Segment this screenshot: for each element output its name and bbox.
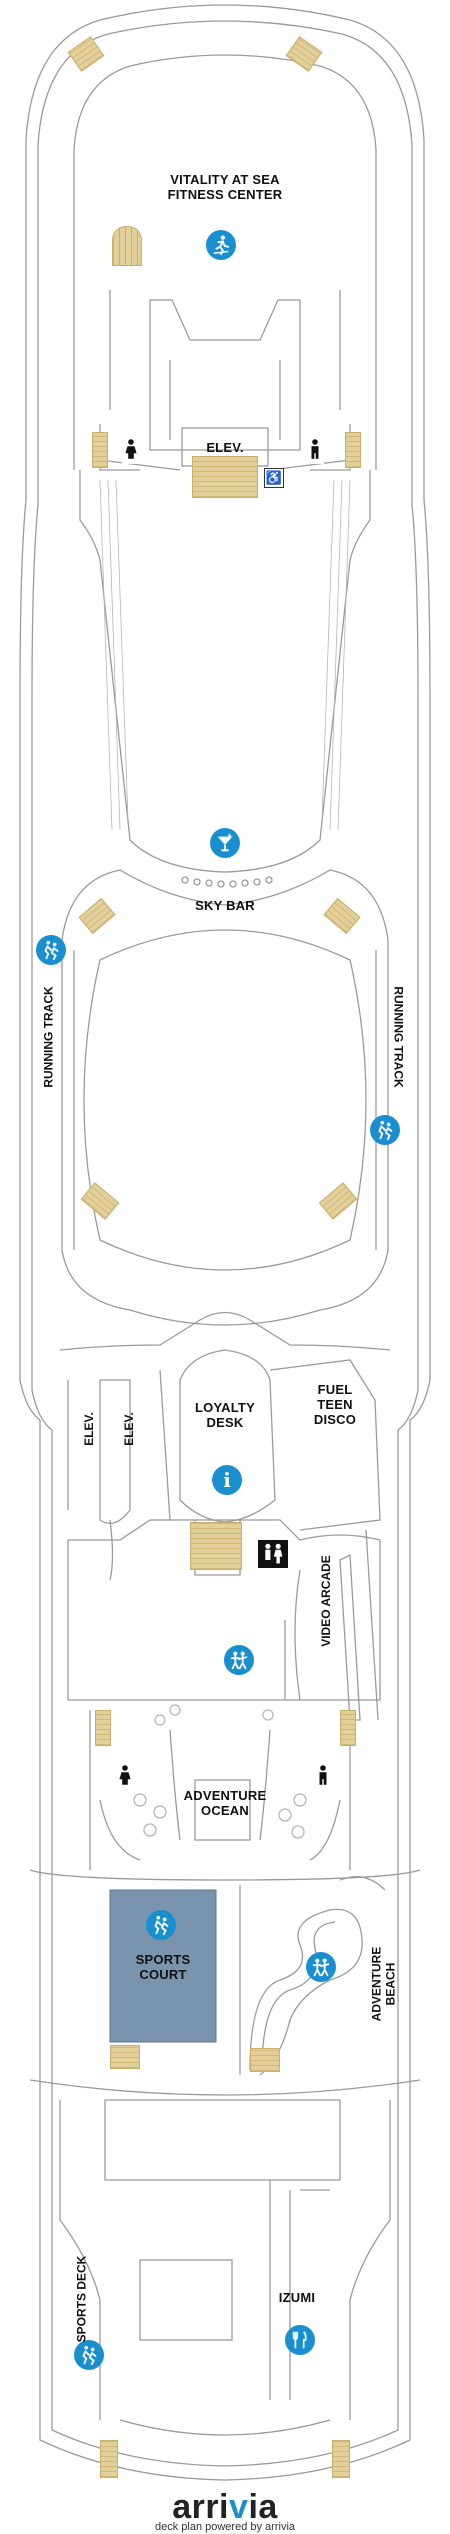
fitness-runner-icon[interactable]	[206, 230, 236, 260]
hull-outline	[19, 4, 431, 2481]
fork-knife-icon[interactable]	[285, 2325, 315, 2355]
running-track-label: RUNNING TRACK	[41, 986, 56, 1088]
sky-bar-label: SKY BAR	[195, 898, 255, 913]
running-track-label: RUNNING TRACK	[391, 986, 406, 1088]
sports-court-label: SPORTS COURT	[135, 1952, 191, 1982]
footer-tagline: deck plan powered by arrivia	[154, 2521, 296, 2533]
restroom-men-icon	[306, 434, 324, 464]
sports-deck-runner-icon[interactable]	[74, 2340, 104, 2370]
kids-play-icon[interactable]	[224, 1645, 254, 1675]
stairwell	[332, 2440, 350, 2478]
wheelchair-icon: ♿	[264, 468, 284, 488]
stairwell	[340, 1710, 356, 1746]
sports-runner-icon[interactable]	[146, 1910, 176, 1940]
adventure-ocean-label: ADVENTURE OCEAN	[183, 1788, 267, 1818]
stairwell	[110, 2045, 140, 2069]
elevator-label: ELEV.	[121, 1412, 136, 1446]
stairwell	[100, 2440, 118, 2478]
stairwell	[92, 432, 108, 468]
stairwell	[250, 2048, 280, 2072]
elevator-label: ELEV.	[206, 440, 244, 455]
sports-deck-label: SPORTS DECK	[74, 2255, 89, 2343]
arrivia-logo[interactable]: arrivia	[0, 2488, 450, 2527]
restroom-men-icon	[314, 1760, 332, 1790]
brand-suffix: ia	[248, 2488, 278, 2526]
cocktail-glass-icon[interactable]	[210, 828, 240, 858]
brand-accent: v	[229, 2488, 249, 2526]
stairwell	[95, 1710, 111, 1746]
restroom-women-icon	[116, 1760, 134, 1790]
brand-prefix: arri	[172, 2488, 230, 2526]
running-track-icon[interactable]	[36, 935, 66, 965]
adventure-beach-label: ADVENTURE BEACH	[369, 1946, 398, 2022]
izumi-label: IZUMI	[278, 2290, 316, 2305]
running-track-icon[interactable]	[370, 1115, 400, 1145]
restroom-women-icon	[122, 434, 140, 464]
info-icon[interactable]: i	[212, 1465, 242, 1495]
stairwell	[192, 456, 258, 498]
fitness-center-label: VITALITY AT SEA FITNESS CENTER	[167, 172, 283, 202]
restroom-icon	[258, 1540, 288, 1568]
stairwell	[190, 1522, 242, 1570]
stairwell	[345, 432, 361, 468]
elevator-label: ELEV.	[81, 1412, 96, 1446]
loyalty-desk-label: LOYALTY DESK	[195, 1400, 255, 1430]
video-arcade-label: VIDEO ARCADE	[318, 1555, 333, 1647]
fuel-teen-disco-label: FUEL TEEN DISCO	[313, 1382, 357, 1427]
arch-window	[112, 226, 142, 266]
kids-play-icon[interactable]	[306, 1952, 336, 1982]
